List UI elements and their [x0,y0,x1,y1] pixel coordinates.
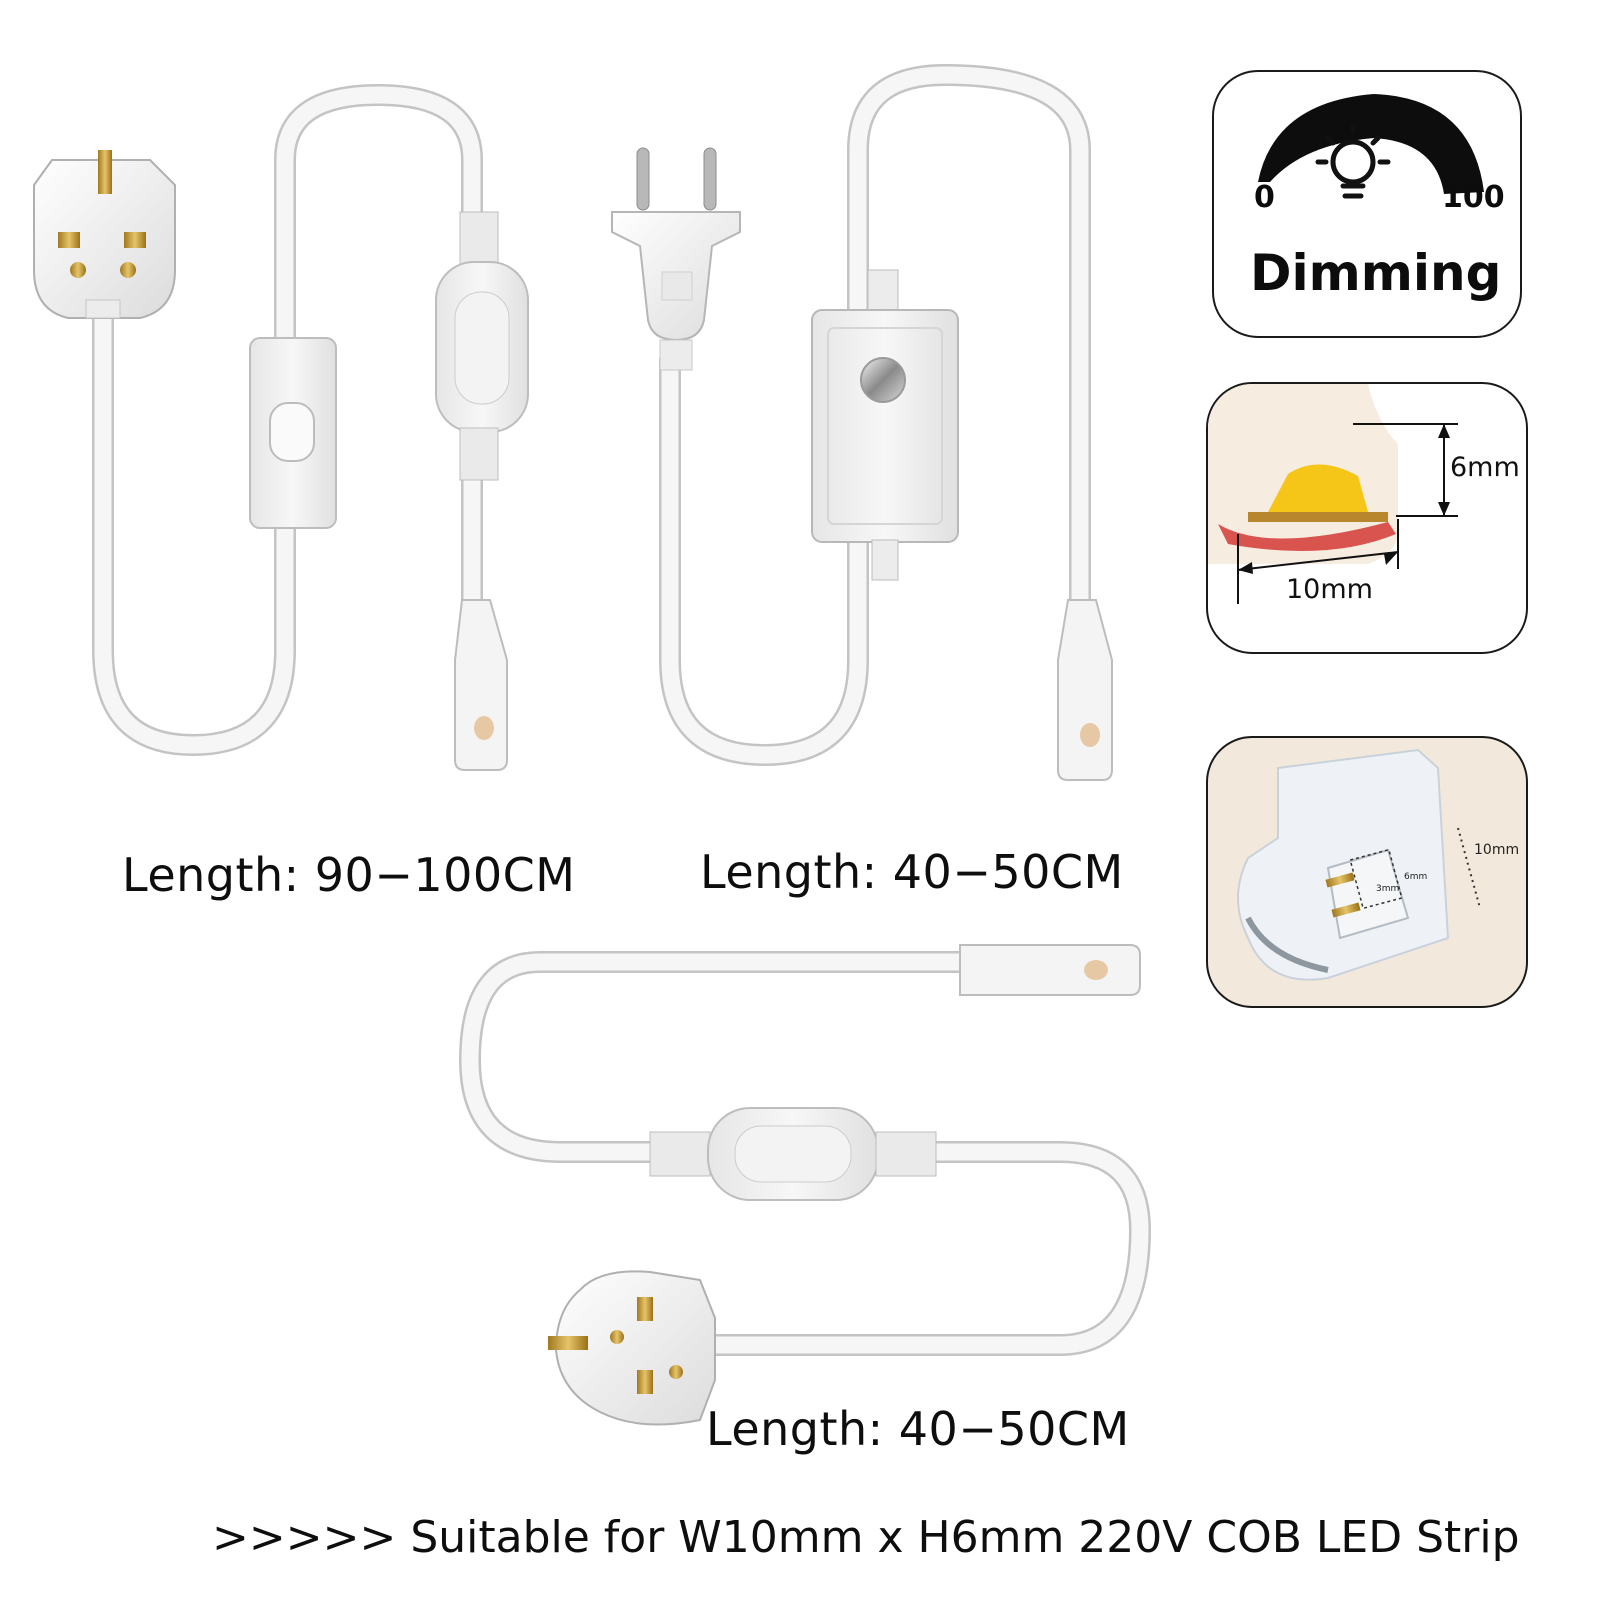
female-strip-connector-1 [454,599,508,771]
inline-connector-3 [649,1107,937,1201]
eu-plug [611,147,741,371]
strip-size-card: 6mm 10mm [1206,382,1528,654]
connector-photo [1237,748,1481,981]
cable-uk-switch [92,83,483,757]
connector-inner-label-2: 6mm [1404,872,1428,882]
compatibility-note: >>>>> Suitable for W10mm x H6mm 220V COB… [212,1512,1520,1563]
led-chip [1268,464,1368,512]
dimming-min: 0 [1254,180,1275,215]
female-strip-connector-2 [1057,599,1113,781]
dimming-arc [1258,94,1484,199]
female-strip-connector-3 [959,944,1141,996]
length-label-1: Length: 90−100CM [122,848,576,902]
uk-plug-1 [33,150,176,319]
dimmer-box [811,269,959,581]
width-label: 10mm [1286,574,1373,605]
connector-card: 10mm 3mm 6mm [1206,736,1528,1008]
bulb-icon [1315,123,1391,199]
cob-strip-photo [1208,384,1458,604]
height-label: 6mm [1450,452,1520,483]
uk-plug-2 [548,1270,716,1426]
inline-rocker-switch [249,337,337,529]
dimming-max: 100 [1442,180,1505,215]
connector-inner-label-1: 3mm [1376,884,1400,894]
inline-connector-1 [435,211,529,481]
dimming-card: 0 100 Dimming [1212,70,1522,338]
length-label-2: Length: 40−50CM [700,845,1124,899]
dimming-title: Dimming [1250,244,1502,302]
cable-eu-dimmer [659,63,1091,767]
connector-width-label: 10mm [1474,842,1520,858]
length-label-3: Length: 40−50CM [706,1402,1130,1456]
